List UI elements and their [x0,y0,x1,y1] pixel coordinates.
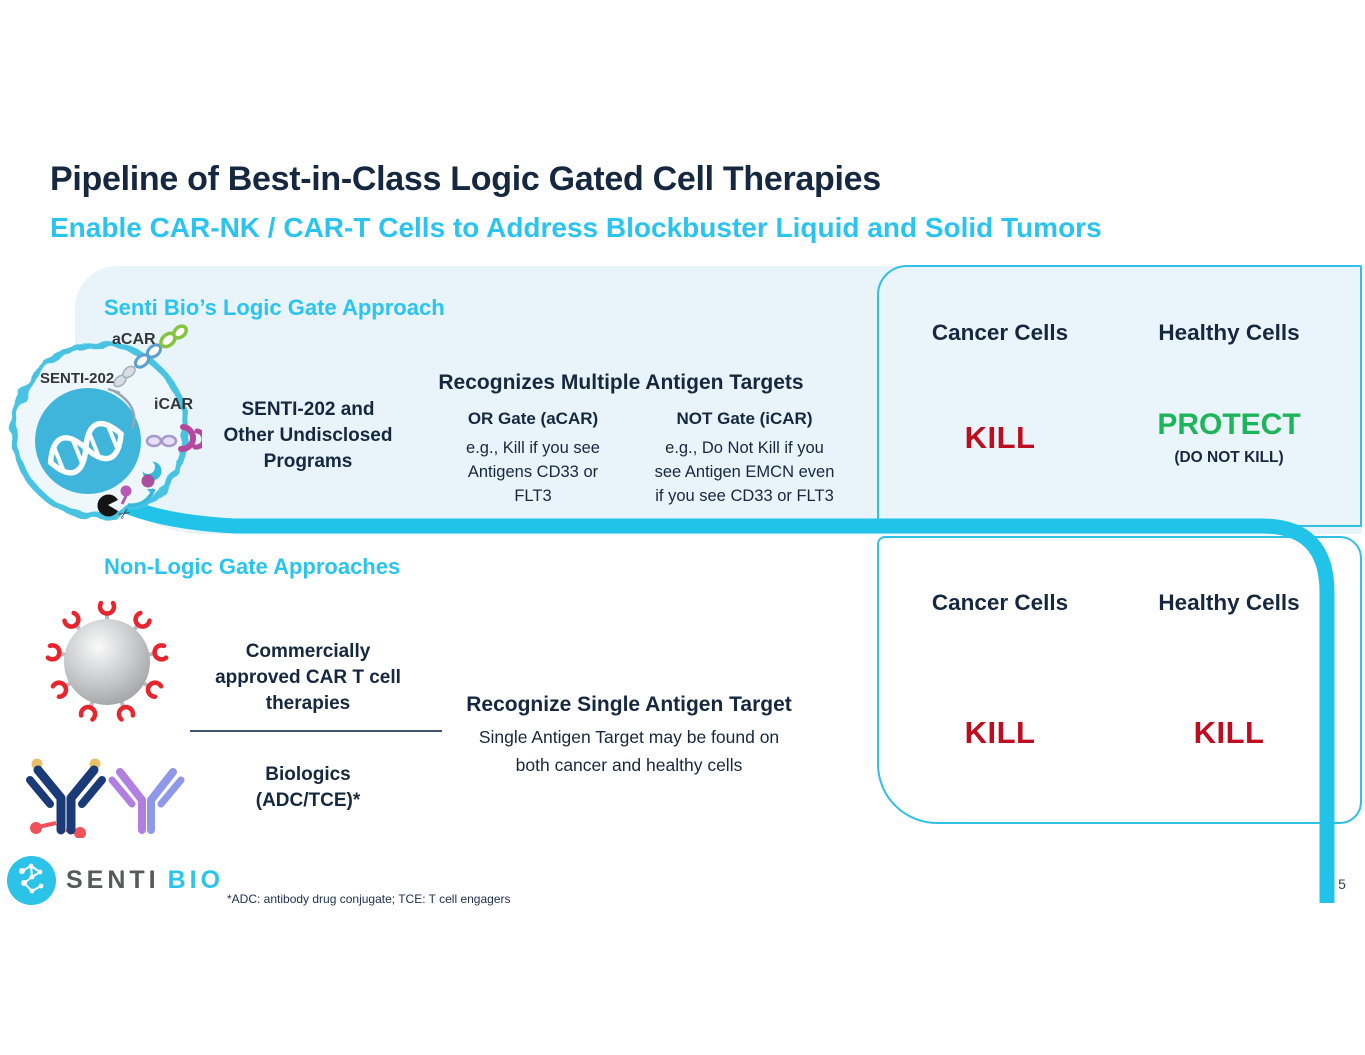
cancer-cells-header: Cancer Cells [931,320,1069,345]
antibody-adc-illustration [26,758,106,838]
biologics-text: Biologics (ADC/TCE)* [255,764,361,811]
or-gate-column: OR Gate (aCAR) e.g., Kill if you see Ant… [433,409,633,508]
healthy-cells-header: Healthy Cells [1158,590,1300,615]
healthy-cells-header: Healthy Cells [1158,320,1300,345]
car-t-text: Commercially approved CAR T cell therapi… [215,641,401,714]
acar-label: aCAR [112,331,156,348]
page-number: 5 [1338,876,1346,892]
car-t-cell-illustration [45,600,169,722]
senti-molecule-icon [19,863,44,894]
logic-gate-heading: Senti Bio’s Logic Gate Approach [104,295,445,320]
kill-label: KILL [964,715,1036,750]
or-gate-title: OR Gate (aCAR) [467,409,599,428]
senti-202-cell-illustration: ✂ [11,324,202,525]
do-not-kill-note: (DO NOT KILL) [1174,449,1284,466]
divider-line [190,730,442,732]
non-logic-outcome-box: Cancer Cells Healthy Cells KILL KILL [877,536,1362,824]
recognize-desc: Single Antigen Target may be found on bo… [478,727,780,775]
not-gate-column: NOT Gate (iCAR) e.g., Do Not Kill if you… [637,409,852,508]
senti-bio-logo-mark [7,856,56,905]
recognize-heading: Recognize Single Antigen Target [466,693,792,716]
kill-label: KILL [964,420,1036,455]
logic-gate-outcome-box: Cancer Cells Healthy Cells KILL PROTECT … [877,265,1362,527]
not-gate-title: NOT Gate (iCAR) [676,409,813,428]
non-logic-heading: Non-Logic Gate Approaches [104,554,401,579]
program-name: SENTI-202 and Other Undisclosed Programs [223,399,393,472]
recognizes-heading: Recognizes Multiple Antigen Targets [438,371,804,394]
icar-label: iCAR [154,396,194,413]
kill-label: KILL [1193,715,1265,750]
cancer-cells-header: Cancer Cells [931,590,1069,615]
page-subtitle: Enable CAR-NK / CAR-T Cells to Address B… [50,212,1102,243]
page-title: Pipeline of Best-in-Class Logic Gated Ce… [50,160,881,198]
antibody-tce-illustration [108,768,185,834]
senti-202-label: SENTI-202 [40,370,115,387]
footnote: *ADC: antibody drug conjugate; TCE: T ce… [227,892,511,906]
protect-label: PROTECT [1157,408,1301,441]
